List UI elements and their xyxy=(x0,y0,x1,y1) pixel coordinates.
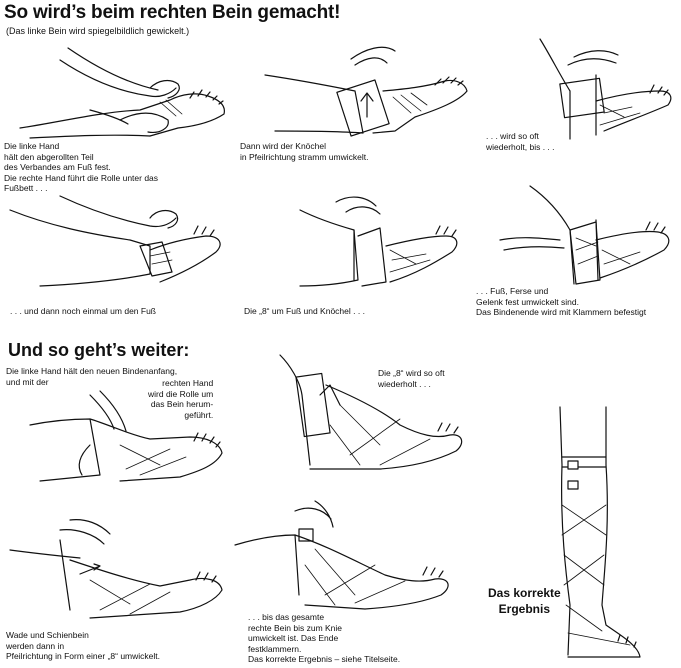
step-caption-11: . . . bis das gesamte rechte Bein bis zu… xyxy=(248,612,400,665)
step-caption-8: rechten Hand wird die Rolle um das Bein … xyxy=(148,378,213,420)
illustration-step-9 xyxy=(240,345,490,480)
illustration-result xyxy=(540,405,660,660)
step-caption-6: . . . Fuß, Ferse und Gelenk fest umwicke… xyxy=(476,286,646,318)
illustration-step-11 xyxy=(225,485,470,615)
page-subtitle: (Das linke Bein wird spiegelbildlich gew… xyxy=(6,26,189,36)
result-label: Das korrekte Ergebnis xyxy=(488,585,561,617)
section-heading: Und so geht’s weiter: xyxy=(8,340,189,361)
step-caption-2: Dann wird der Knöchel in Pfeilrichtung s… xyxy=(240,141,368,162)
step-caption-3: . . . wird so oft wiederholt, bis . . . xyxy=(486,131,555,152)
step-caption-9: Die „8“ wird so oft wiederholt . . . xyxy=(378,368,445,389)
step-caption-5: Die „8“ um Fuß und Knöchel . . . xyxy=(244,306,365,317)
illustration-step-10 xyxy=(0,500,240,630)
illustration-step-1 xyxy=(0,40,230,140)
step-caption-1: Die linke Hand hält den abgerollten Teil… xyxy=(4,141,158,194)
step-caption-10: Wade und Schienbein werden dann in Pfeil… xyxy=(6,630,160,662)
illustration-step-4 xyxy=(0,190,230,300)
step-caption-4: . . . und dann noch einmal um den Fuß xyxy=(10,306,156,317)
illustration-step-2 xyxy=(255,35,475,145)
page-title: So wird’s beim rechten Bein gemacht! xyxy=(4,2,340,24)
illustration-step-6 xyxy=(490,180,680,290)
illustration-step-5 xyxy=(240,190,465,300)
illustration-step-3 xyxy=(500,35,680,145)
